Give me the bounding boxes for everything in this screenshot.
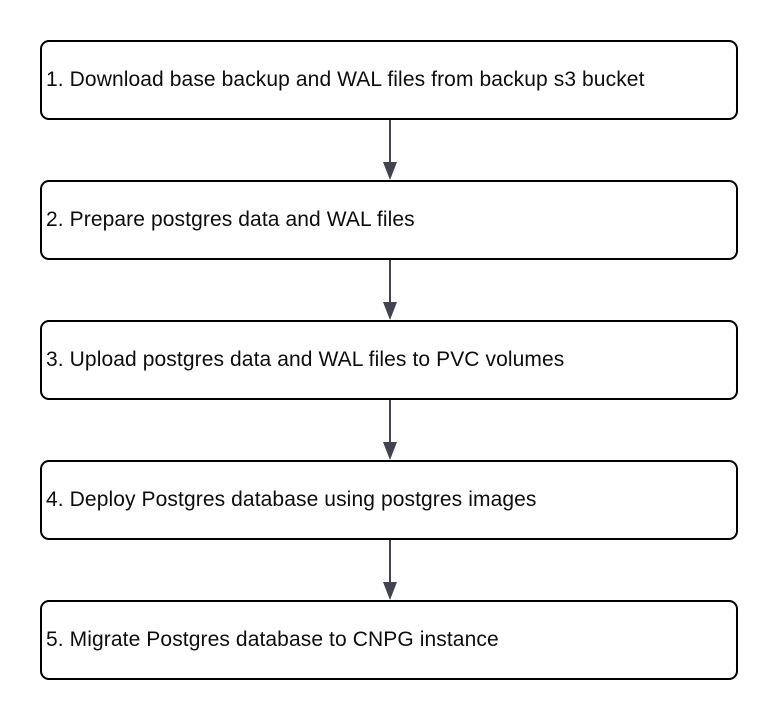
connector-arrow-4	[0, 540, 780, 600]
flowchart-node-2: 2. Prepare postgres data and WAL files	[40, 180, 738, 260]
arrow-head-icon	[383, 582, 397, 600]
connector-arrow-2	[0, 260, 780, 320]
flowchart-node-label: 5. Migrate Postgres database to CNPG ins…	[46, 628, 499, 652]
flowchart-node-label: 1. Download base backup and WAL files fr…	[46, 68, 645, 92]
arrow-head-icon	[383, 442, 397, 460]
connector-arrow-3	[0, 400, 780, 460]
flowchart-node-5: 5. Migrate Postgres database to CNPG ins…	[40, 600, 738, 680]
arrow-head-icon	[383, 162, 397, 180]
arrow-line	[389, 260, 391, 306]
arrow-line	[389, 540, 391, 586]
flowchart-node-3: 3. Upload postgres data and WAL files to…	[40, 320, 738, 400]
arrow-line	[389, 120, 391, 166]
flowchart-node-label: 3. Upload postgres data and WAL files to…	[46, 348, 565, 372]
flowchart-node-1: 1. Download base backup and WAL files fr…	[40, 40, 738, 120]
flowchart-node-4: 4. Deploy Postgres database using postgr…	[40, 460, 738, 540]
flowchart-node-label: 2. Prepare postgres data and WAL files	[46, 208, 415, 232]
flowchart-node-label: 4. Deploy Postgres database using postgr…	[46, 488, 537, 512]
connector-arrow-1	[0, 120, 780, 180]
arrow-line	[389, 400, 391, 446]
arrow-head-icon	[383, 302, 397, 320]
